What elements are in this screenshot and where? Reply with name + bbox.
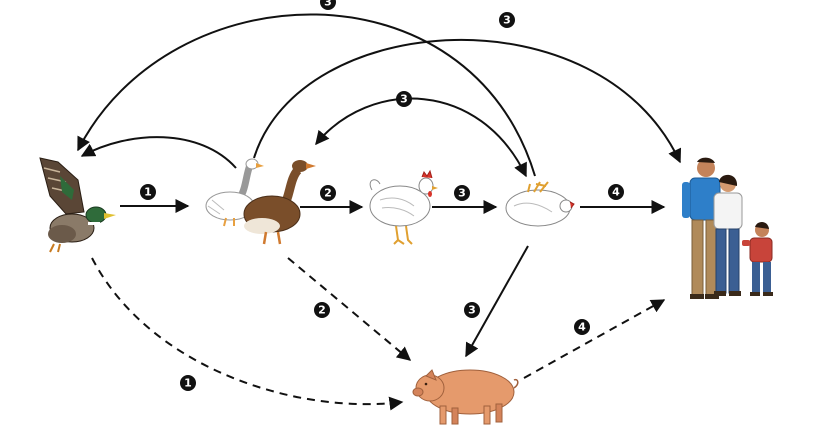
badge-label: 1 xyxy=(144,186,152,199)
badge-label: 3 xyxy=(324,0,332,9)
badge-label: 4 xyxy=(612,186,620,199)
badge-3-to-humans-arc: 3 xyxy=(499,12,515,28)
dead-chicken-icon xyxy=(505,181,575,227)
badge-2-domestic-to-pig: 2 xyxy=(314,302,330,318)
mallard-duck-icon xyxy=(39,157,116,253)
human-family-icon xyxy=(682,157,773,299)
arrow-sick-poultry-to-pig xyxy=(465,245,529,358)
badge-label: 4 xyxy=(578,321,586,334)
arrow-sick-poultry-to-chicken xyxy=(315,97,527,178)
badge-label: 3 xyxy=(458,187,466,200)
badge-label: 3 xyxy=(503,14,511,27)
arrows xyxy=(77,13,682,411)
chicken-icon xyxy=(369,169,438,245)
badges: 1 2 3 4 3 3 3 3 xyxy=(140,0,624,391)
badge-3-sick-to-pig: 3 xyxy=(464,302,480,318)
badge-label: 3 xyxy=(468,304,476,317)
badge-3-top-arc: 3 xyxy=(320,0,336,10)
pig-icon xyxy=(412,369,519,425)
arrow-domestic-waterfowl-to-humans xyxy=(253,39,682,164)
badge-label: 3 xyxy=(400,93,408,106)
arrow-domestic-waterfowl-to-wild-duck xyxy=(80,136,237,169)
badge-label: 2 xyxy=(324,187,332,200)
badge-label: 2 xyxy=(318,304,326,317)
badge-4-pig-to-humans: 4 xyxy=(574,319,590,335)
arrow-domestic-waterfowl-to-pig xyxy=(287,257,412,361)
badge-3-chicken-to-sick: 3 xyxy=(454,185,470,201)
badge-label: 1 xyxy=(184,377,192,390)
badge-2-domestic-to-chicken: 2 xyxy=(320,185,336,201)
badge-4-sick-to-humans: 4 xyxy=(608,184,624,200)
domestic-goose-duck-icon xyxy=(205,158,316,245)
badge-1-wild-to-pig: 1 xyxy=(180,375,196,391)
badge-3-middle-arc: 3 xyxy=(396,91,412,107)
arrow-pig-to-humans xyxy=(523,299,666,379)
arrow-sick-poultry-to-wild-duck xyxy=(77,13,536,177)
arrow-wild-duck-to-pig xyxy=(91,257,404,411)
badge-1-wild-to-domestic: 1 xyxy=(140,184,156,200)
